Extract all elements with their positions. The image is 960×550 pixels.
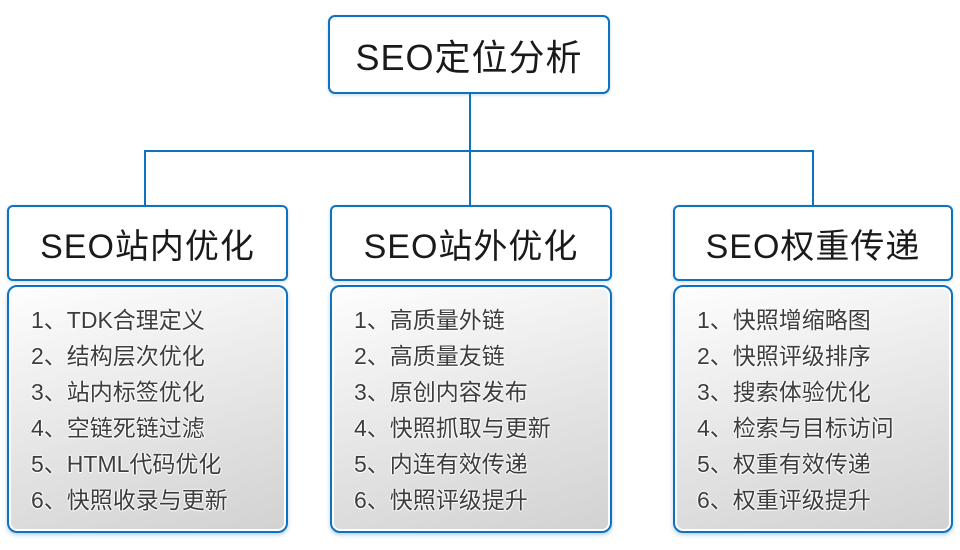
column-offsite-header: SEO站外优化 bbox=[330, 205, 612, 281]
list-item: 2、快照评级排序 bbox=[697, 343, 871, 369]
list-item: 1、TDK合理定义 bbox=[31, 307, 205, 333]
list-item: 4、检索与目标访问 bbox=[697, 415, 894, 441]
connector-right-vertical bbox=[812, 150, 814, 207]
list-item: 2、高质量友链 bbox=[354, 343, 505, 369]
list-item: 5、内连有效传递 bbox=[354, 451, 528, 477]
root-node: SEO定位分析 bbox=[328, 15, 610, 94]
list-item: 3、搜索体验优化 bbox=[697, 379, 871, 405]
list-item: 6、权重评级提升 bbox=[697, 487, 871, 513]
column-weight-body: 1、快照增缩略图 2、快照评级排序 3、搜索体验优化 4、检索与目标访问 5、权… bbox=[673, 285, 953, 533]
column-offsite-body: 1、高质量外链 2、高质量友链 3、原创内容发布 4、快照抓取与更新 5、内连有… bbox=[330, 285, 612, 533]
list-item: 5、HTML代码优化 bbox=[31, 451, 222, 477]
column-onsite-body: 1、TDK合理定义 2、结构层次优化 3、站内标签优化 4、空链死链过滤 5、H… bbox=[7, 285, 288, 533]
root-node-label: SEO定位分析 bbox=[355, 36, 583, 78]
list-item: 1、高质量外链 bbox=[354, 307, 505, 333]
column-onsite-header: SEO站内优化 bbox=[7, 205, 288, 281]
column-offsite-title: SEO站外优化 bbox=[363, 227, 579, 266]
column-weight-title: SEO权重传递 bbox=[705, 227, 921, 266]
list-item: 4、空链死链过滤 bbox=[31, 415, 205, 441]
list-item: 5、权重有效传递 bbox=[697, 451, 871, 477]
list-item: 6、快照收录与更新 bbox=[31, 487, 228, 513]
list-item: 6、快照评级提升 bbox=[354, 487, 528, 513]
list-item: 2、结构层次优化 bbox=[31, 343, 205, 369]
connector-root-vertical bbox=[469, 93, 471, 151]
column-weight-header: SEO权重传递 bbox=[673, 205, 953, 281]
connector-horizontal bbox=[144, 150, 814, 152]
connector-middle-vertical bbox=[469, 150, 471, 207]
column-onsite-title: SEO站内优化 bbox=[40, 227, 255, 266]
list-item: 1、快照增缩略图 bbox=[697, 307, 871, 333]
list-item: 3、原创内容发布 bbox=[354, 379, 528, 405]
connector-left-vertical bbox=[144, 150, 146, 207]
list-item: 3、站内标签优化 bbox=[31, 379, 205, 405]
list-item: 4、快照抓取与更新 bbox=[354, 415, 551, 441]
